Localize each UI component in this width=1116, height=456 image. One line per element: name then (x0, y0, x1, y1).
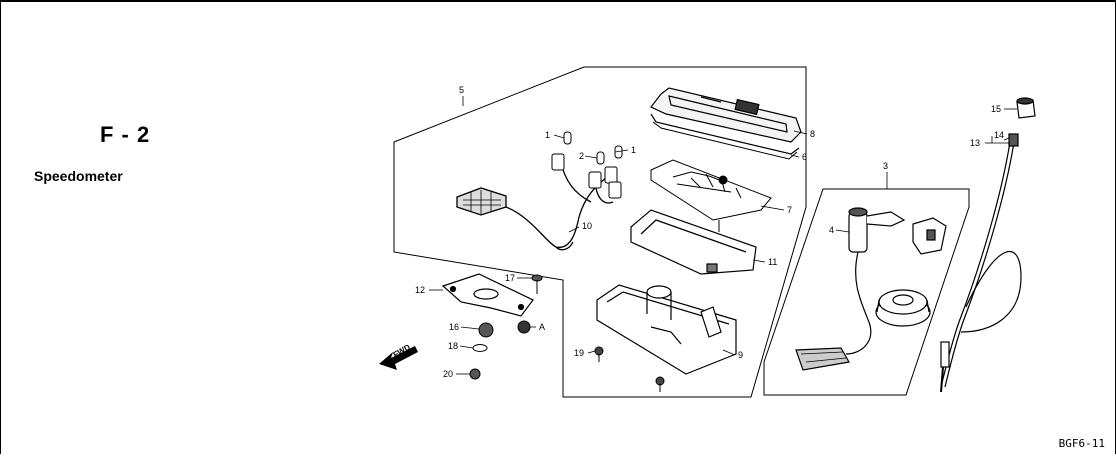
grommet-16 (478, 322, 494, 338)
nut-a (517, 320, 531, 334)
section-code: F - 2 (100, 122, 151, 147)
callout-4: 4 (829, 225, 834, 235)
fwd-arrow: FWD (379, 342, 418, 370)
callout-2: 2 (579, 151, 584, 161)
callout-20: 20 (443, 369, 453, 379)
callout-11: 11 (768, 257, 777, 267)
callout-1b: 1 (631, 145, 636, 155)
reference-code: BGF6-11 (1058, 437, 1105, 450)
meter-cover (650, 87, 802, 155)
meter-stay (441, 273, 534, 317)
ignition-switch (795, 207, 906, 371)
callout-6: 6 (802, 152, 807, 162)
dust-cap-15 (1016, 97, 1036, 119)
callout-16: 16 (449, 322, 459, 332)
indicator-bulbs (563, 131, 623, 165)
screws-19 (594, 346, 665, 392)
fuel-cap (875, 289, 931, 327)
callout-8: 8 (810, 129, 815, 139)
callout-13: 13 (970, 138, 980, 148)
callout-3: 3 (883, 161, 888, 171)
callout-10: 10 (582, 221, 592, 231)
assembly-3-outline (763, 188, 970, 396)
washer-18 (472, 344, 488, 352)
callout-17: 17 (505, 273, 515, 283)
meter-lower-case (596, 284, 737, 375)
meter-wire-harness (456, 161, 614, 251)
assembly-5-outline (393, 66, 807, 398)
callout-1a: 1 (545, 130, 550, 140)
bulb-sockets (551, 153, 622, 199)
meter-dial (650, 159, 772, 232)
callout-9: 9 (738, 350, 743, 360)
callout-a: A (539, 322, 545, 332)
switch-cover (912, 217, 947, 255)
nut-20 (469, 368, 481, 380)
page-title: Speedometer (34, 168, 123, 184)
callout-19: 19 (574, 348, 584, 358)
callout-15: 15 (991, 104, 1001, 114)
leader-lines (429, 96, 1017, 375)
meter-middle-case (630, 209, 757, 275)
callout-5: 5 (459, 85, 464, 95)
speedometer-cable (940, 133, 1022, 393)
callout-7: 7 (787, 205, 792, 215)
callout-18: 18 (448, 341, 458, 351)
callout-14: 14 (994, 130, 1004, 140)
callout-12: 12 (415, 285, 425, 295)
bolt-17 (531, 274, 543, 294)
